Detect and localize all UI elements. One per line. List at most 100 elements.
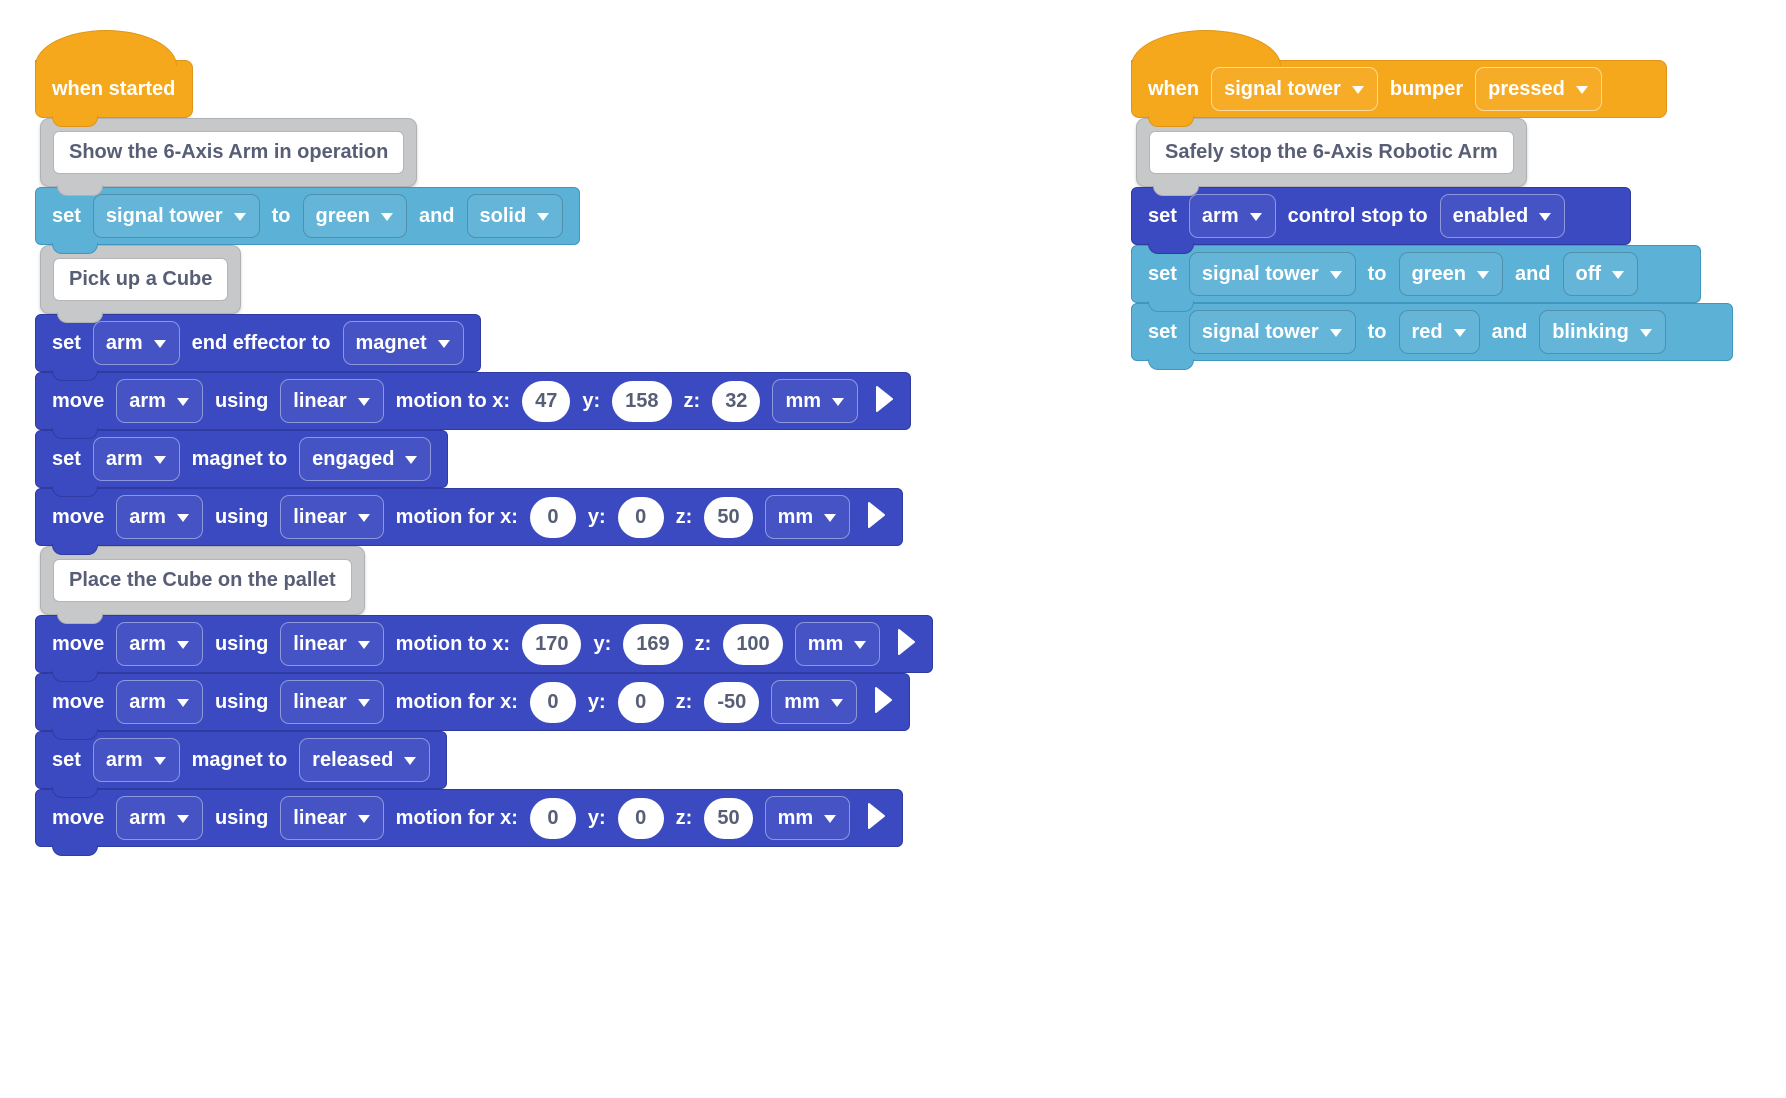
block-label: z: [675, 505, 693, 528]
signal-tower-dropdown[interactable]: signal tower [1188, 252, 1356, 296]
signal-tower-dropdown[interactable]: signal tower [1211, 67, 1378, 111]
engaged-dropdown[interactable]: engaged [299, 437, 432, 481]
dropdown-caret-icon [357, 698, 371, 708]
arm-dropdown[interactable]: arm [116, 680, 203, 724]
expand-run-button[interactable] [896, 628, 916, 661]
off-dropdown[interactable]: off [1562, 252, 1639, 296]
dropdown-value: signal tower [1201, 262, 1319, 285]
block-label: z: [675, 690, 693, 713]
linear-dropdown[interactable]: linear [280, 622, 384, 666]
comment-block[interactable]: Safely stop the 6-Axis Robotic Arm [1136, 118, 1527, 196]
number-input[interactable]: 50 [704, 496, 753, 538]
mm-dropdown[interactable]: mm [772, 379, 859, 423]
block-label: y: [587, 505, 606, 528]
arm-dropdown[interactable]: arm [116, 379, 203, 423]
blinking-dropdown[interactable]: blinking [1539, 310, 1666, 354]
dropdown-caret-icon [153, 756, 167, 766]
number-input[interactable]: 0 [529, 496, 576, 538]
block-label: and [1514, 262, 1551, 285]
block-label: y: [587, 806, 606, 829]
hat-block[interactable]: when started [35, 30, 193, 127]
comment-block[interactable]: Pick up a Cube [40, 245, 242, 323]
number-input[interactable]: 0 [529, 681, 576, 723]
block-label: control stop to [1287, 204, 1428, 227]
number-input[interactable]: 170 [522, 623, 582, 665]
dropdown-value: arm [1201, 204, 1239, 227]
arm-dropdown[interactable]: arm [1188, 194, 1276, 238]
arm-dropdown[interactable]: arm [92, 738, 180, 782]
arm-dropdown[interactable]: arm [116, 622, 203, 666]
linear-dropdown[interactable]: linear [280, 495, 384, 539]
block-label: set [1148, 204, 1177, 227]
number-input[interactable]: 100 [723, 623, 783, 665]
expand-run-button[interactable] [866, 802, 886, 835]
linear-dropdown[interactable]: linear [280, 796, 384, 840]
dropdown-caret-icon [404, 455, 418, 465]
number-input[interactable]: 0 [529, 797, 576, 839]
dropdown-caret-icon [153, 455, 167, 465]
number-input[interactable]: 32 [712, 380, 761, 422]
signal-tower-dropdown[interactable]: signal tower [92, 194, 260, 238]
block-label: bumper [1389, 77, 1464, 100]
dropdown-caret-icon [853, 640, 867, 650]
block-label: magnet to [191, 447, 288, 470]
arm-dropdown[interactable]: arm [116, 495, 203, 539]
linear-dropdown[interactable]: linear [280, 680, 384, 724]
statement-block[interactable]: set arm control stop to enabled [1131, 187, 1631, 254]
pressed-dropdown[interactable]: pressed [1475, 67, 1602, 111]
signal-tower-dropdown[interactable]: signal tower [1188, 310, 1356, 354]
block-label: magnet to [191, 748, 288, 771]
arm-dropdown[interactable]: arm [116, 796, 203, 840]
mm-dropdown[interactable]: mm [771, 680, 857, 724]
number-input[interactable]: 158 [612, 380, 672, 422]
mm-dropdown[interactable]: mm [764, 495, 851, 539]
comment-block[interactable]: Place the Cube on the pallet [40, 546, 365, 624]
solid-dropdown[interactable]: solid [466, 194, 564, 238]
dropdown-caret-icon [437, 339, 451, 349]
play-triangle-icon [873, 686, 893, 719]
comment-block[interactable]: Show the 6-Axis Arm in operation [40, 118, 418, 196]
green-dropdown[interactable]: green [1398, 252, 1503, 296]
block-label: set [52, 331, 81, 354]
expand-run-button[interactable] [874, 385, 894, 418]
dropdown-value: linear [293, 505, 347, 528]
arm-dropdown[interactable]: arm [92, 321, 180, 365]
number-input[interactable]: 0 [617, 797, 664, 839]
block-label: using [214, 389, 269, 412]
released-dropdown[interactable]: released [299, 738, 431, 782]
number-input[interactable]: 0 [617, 496, 664, 538]
number-input[interactable]: 47 [522, 380, 571, 422]
dropdown-caret-icon [176, 814, 190, 824]
red-dropdown[interactable]: red [1398, 310, 1480, 354]
number-input[interactable]: 169 [623, 623, 683, 665]
dropdown-value: arm [129, 806, 166, 829]
expand-run-button[interactable] [873, 686, 893, 719]
expand-run-button[interactable] [866, 501, 886, 534]
dropdown-caret-icon [1476, 270, 1490, 280]
linear-dropdown[interactable]: linear [280, 379, 384, 423]
arm-dropdown[interactable]: arm [92, 437, 180, 481]
number-input[interactable]: 0 [617, 681, 664, 723]
dropdown-value: arm [129, 505, 166, 528]
mm-dropdown[interactable]: mm [794, 622, 881, 666]
mm-dropdown[interactable]: mm [764, 796, 851, 840]
green-dropdown[interactable]: green [302, 194, 407, 238]
number-input[interactable]: -50 [704, 681, 760, 723]
dropdown-value: mm [785, 389, 822, 412]
enabled-dropdown[interactable]: enabled [1439, 194, 1566, 238]
number-input[interactable]: 50 [704, 797, 753, 839]
magnet-dropdown[interactable]: magnet [342, 321, 464, 365]
